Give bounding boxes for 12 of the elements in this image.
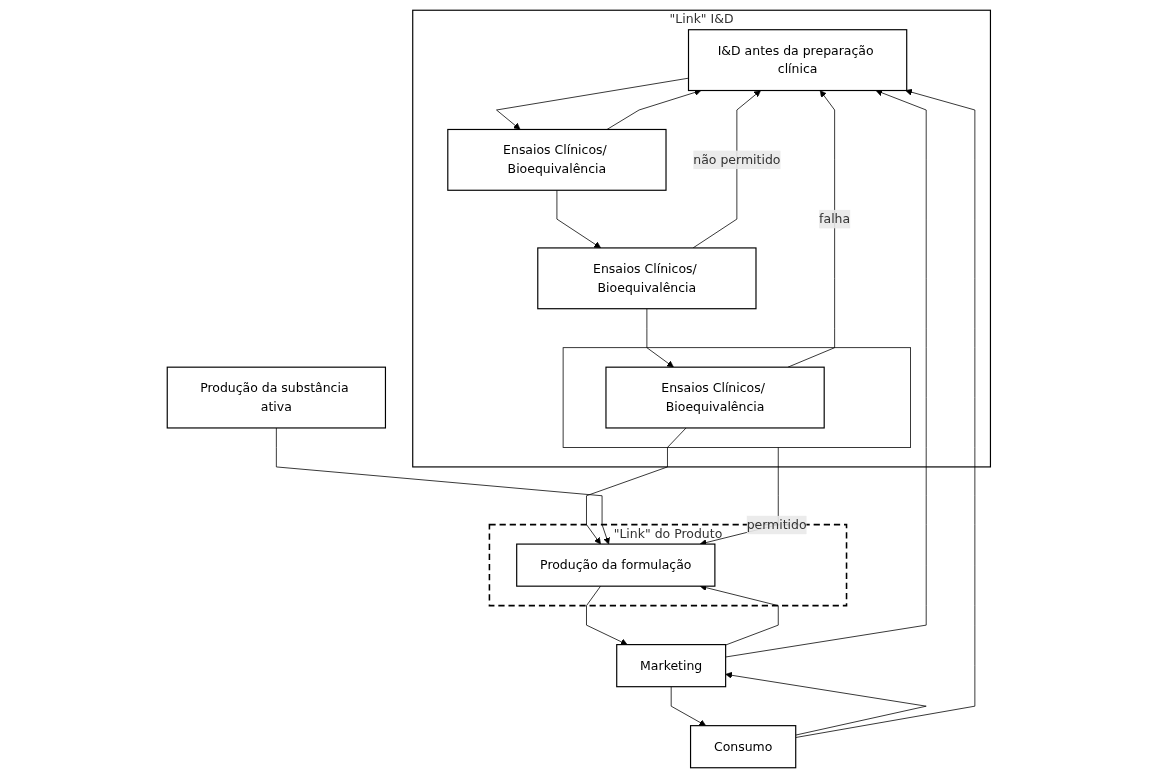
node-box: Ensaios Clínicos/ Bioequivalência <box>605 366 825 429</box>
edge-label: não permitido <box>693 152 781 167</box>
edge-label: permitido <box>746 517 807 533</box>
cluster <box>562 347 912 448</box>
node-box: Ensaios Clínicos/ Bioequivalência <box>537 247 757 310</box>
node-box: Produção da substância ativa <box>166 366 387 429</box>
node-box: Marketing <box>616 644 727 688</box>
node-box: I&D antes da preparação clínica <box>688 29 908 92</box>
node-box: Produção da formulação <box>516 543 716 587</box>
node-box: Ensaios Clínicos/ Bioequivalência <box>447 128 667 191</box>
node-box: Consumo <box>690 725 797 769</box>
edge-label: falha <box>819 211 851 227</box>
